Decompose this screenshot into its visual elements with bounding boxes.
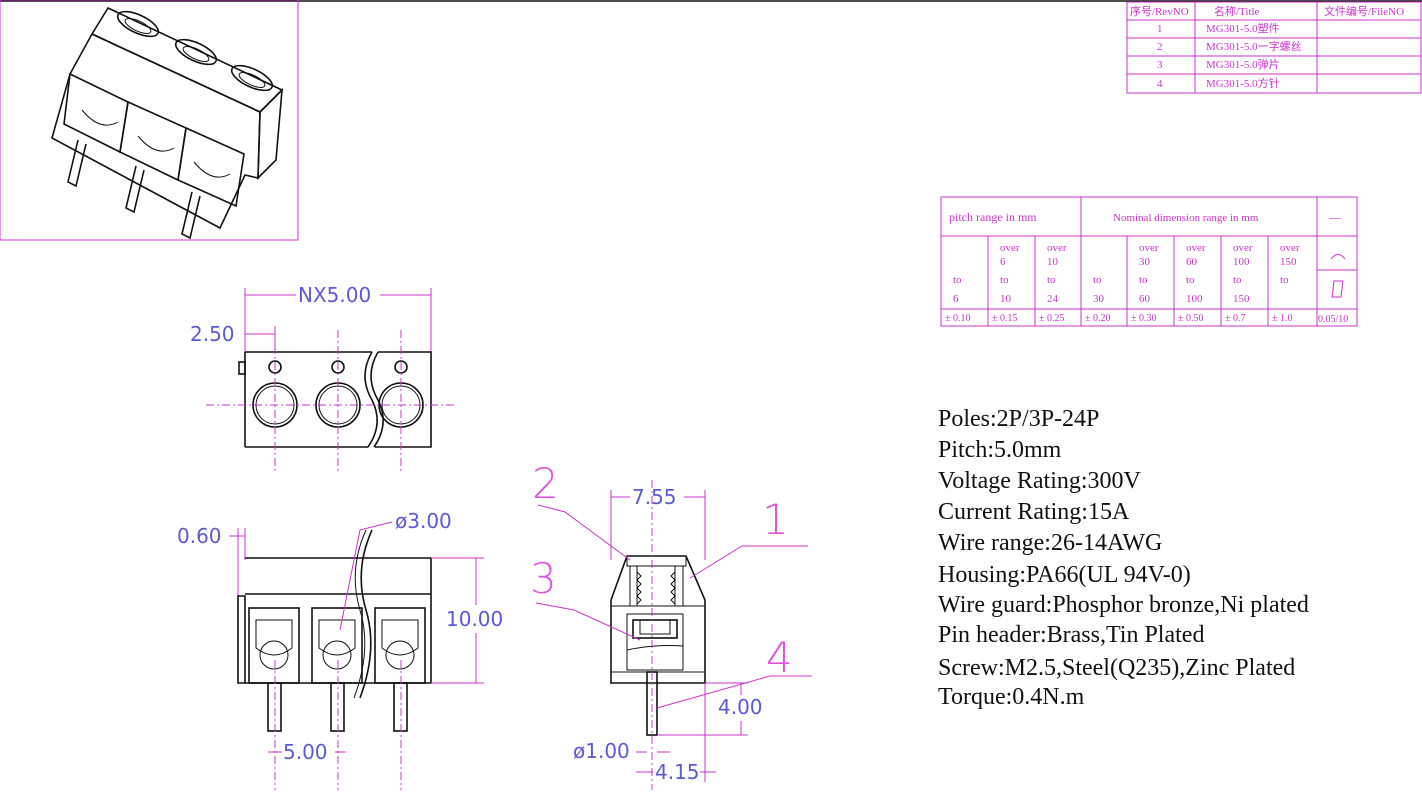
front-view: 0.60 ø3.00 10.00 — [177, 509, 503, 790]
tol-col-4-upper: 30 — [1093, 293, 1105, 305]
pitch-range-header: pitch range in mm — [949, 210, 1037, 224]
tol-col-5-to: to — [1139, 274, 1148, 286]
callout-4: 4 — [766, 633, 793, 682]
tol-col-1-to: to — [953, 274, 962, 286]
revision-table: 序号/RevNO 名称/Title 文件编号/FileNO 1 MG301-5.… — [1126, 1, 1422, 94]
tol-col-8-over: over — [1280, 242, 1300, 254]
isometric-view — [0, 0, 299, 241]
tol-col-3-over: over — [1047, 242, 1067, 254]
tol-col-8-tol: ± 1.0 — [1272, 313, 1293, 324]
top-view: NX5.00 2.50 — [190, 283, 455, 472]
tol-col-5-over: over — [1139, 242, 1159, 254]
tol-col-2-over: over — [1000, 242, 1020, 254]
rev-row-3-title: MG301-5.0弹片 — [1206, 57, 1280, 71]
dim-pin-pitch: 5.00 — [283, 740, 328, 764]
spec-pin-header: Pin header:Brass,Tin Plated — [938, 622, 1204, 648]
tol-col-1-upper: 6 — [953, 293, 959, 305]
dim-pin-len: 4.00 — [718, 695, 763, 719]
spec-wire-guard: Wire guard:Phosphor bronze,Ni plated — [938, 592, 1309, 618]
dim-pin-offset: 0.60 — [177, 524, 222, 548]
tol-col-3-tol: ± 0.25 — [1039, 313, 1065, 324]
dim-hole-dia: ø3.00 — [395, 509, 452, 533]
tol-col-6-tol: ± 0.50 — [1178, 313, 1204, 324]
tol-col-6-over: over — [1186, 242, 1206, 254]
dim-pin-dia: ø1.00 — [573, 739, 630, 763]
rev-row-1-title: MG301-5.0塑件 — [1206, 21, 1280, 35]
tol-col-8-to: to — [1280, 274, 1289, 286]
arc-icon — [1330, 254, 1346, 260]
rev-header-title: 名称/Title — [1214, 4, 1260, 18]
tol-col-2-tol: ± 0.15 — [992, 313, 1018, 324]
rev-row-2-no: 2 — [1157, 41, 1163, 53]
spec-torque: Torque:0.4N.m — [938, 684, 1085, 710]
parallelogram-icon — [1331, 280, 1344, 298]
rev-header-no: 序号/RevNO — [1130, 4, 1189, 18]
rev-row-2-title: MG301-5.0一字螺丝 — [1206, 39, 1302, 53]
spec-poles: Poles:2P/3P-24P — [938, 406, 1099, 432]
tol-col-4-to: to — [1093, 274, 1102, 286]
specifications: Poles:2P/3P-24P Pitch:5.0mm Voltage Rati… — [938, 406, 1309, 710]
dim-depth: 7.55 — [632, 485, 677, 509]
tol-col-7-upper: 150 — [1233, 293, 1250, 305]
dim-pitch-total: NX5.00 — [298, 283, 371, 307]
spec-pitch: Pitch:5.0mm — [938, 437, 1062, 463]
tol-col-7-tol: ± 0.7 — [1225, 313, 1246, 324]
tol-col-7-to: to — [1233, 274, 1242, 286]
dim-height: 10.00 — [446, 607, 503, 631]
dim-edge-offset: 2.50 — [190, 322, 235, 346]
spec-wire-range: Wire range:26-14AWG — [938, 530, 1162, 556]
angle-tolerance: 0.05/10 — [1318, 314, 1348, 325]
tol-col-3-upper: 24 — [1047, 293, 1059, 305]
rev-row-3-no: 3 — [1157, 59, 1163, 71]
tol-col-5-tol: ± 0.30 — [1131, 313, 1157, 324]
dim-pin-pos: 4.15 — [655, 760, 700, 784]
tol-col-5-from: 30 — [1139, 256, 1151, 268]
spec-current: Current Rating:15A — [938, 499, 1130, 525]
spec-voltage: Voltage Rating:300V — [938, 468, 1142, 494]
tol-col-4-tol: ± 0.20 — [1085, 313, 1111, 324]
rev-row-4-title: MG301-5.0方针 — [1206, 76, 1280, 90]
callout-2: 2 — [532, 459, 559, 508]
tolerance-columns: to 6 ± 0.10 over 6 to 10 ± 0.15 over 10 to 24 ± 0.25… — [945, 242, 1300, 324]
tol-col-7-from: 100 — [1233, 256, 1250, 268]
tol-col-2-from: 6 — [1000, 256, 1006, 268]
tol-col-3-to: to — [1047, 274, 1056, 286]
callout-3: 3 — [530, 554, 557, 603]
tol-col-5-upper: 60 — [1139, 293, 1151, 305]
tol-col-8-from: 150 — [1280, 256, 1297, 268]
tol-col-2-to: to — [1000, 274, 1009, 286]
rev-row-1-no: 1 — [1157, 23, 1163, 35]
dash-symbol: — — [1328, 210, 1342, 224]
spec-screw: Screw:M2.5,Steel(Q235),Zinc Plated — [938, 655, 1295, 681]
rev-header-file: 文件编号/FileNO — [1324, 4, 1404, 18]
isometric-frame — [0, 0, 299, 241]
tol-col-6-from: 60 — [1186, 256, 1198, 268]
tol-col-2-upper: 10 — [1000, 293, 1012, 305]
tol-col-1-tol: ± 0.10 — [945, 313, 971, 324]
rev-row-4-no: 4 — [1157, 78, 1163, 90]
tolerance-table: pitch range in mm Nominal dimension rang… — [940, 196, 1358, 327]
callout-1: 1 — [762, 495, 789, 544]
side-view: 7.55 2 1 3 4 4.00 ø1.00 — [530, 459, 812, 790]
tol-col-6-upper: 100 — [1186, 293, 1203, 305]
tol-col-3-from: 10 — [1047, 256, 1059, 268]
tol-col-7-over: over — [1233, 242, 1253, 254]
tol-col-6-to: to — [1186, 274, 1195, 286]
nominal-range-header: Nominal dimension range in mm — [1113, 212, 1259, 224]
spec-housing: Housing:PA66(UL 94V-0) — [938, 562, 1191, 588]
